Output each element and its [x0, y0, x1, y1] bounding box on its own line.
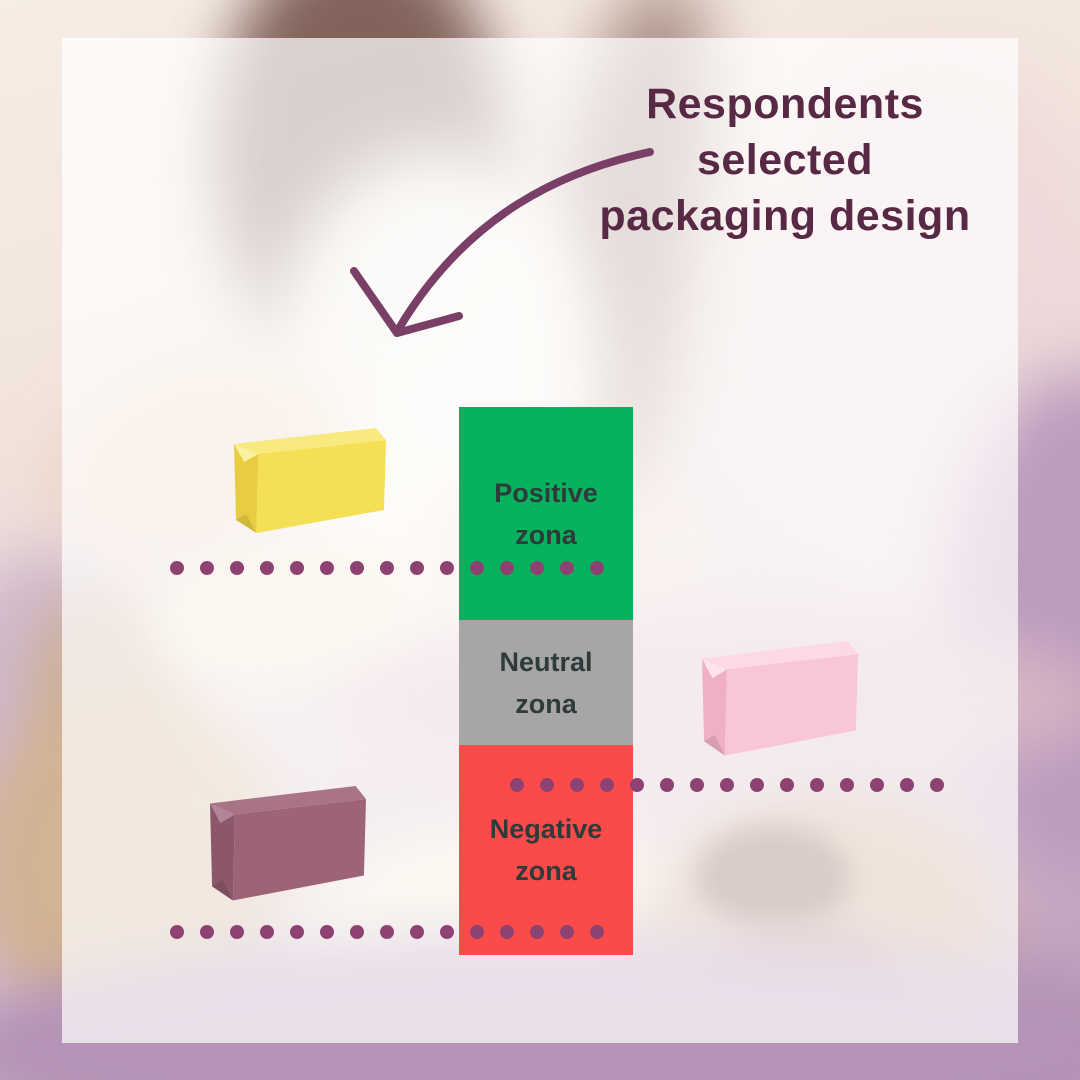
- pink-package: [702, 641, 858, 761]
- yellow-package: [234, 428, 386, 538]
- headline-line-2: selected: [696, 136, 874, 184]
- headline: Respondents selected packaging design: [545, 76, 1025, 244]
- neutral-zone: Neutral zona: [459, 620, 633, 745]
- neutral-zone-label: Neutral zona: [499, 646, 593, 719]
- headline-line-3: packaging design: [599, 192, 971, 240]
- dotted-line-negative: [170, 925, 604, 939]
- mauve-package: [210, 786, 366, 906]
- negative-zone: Negative zona: [459, 745, 633, 955]
- dotted-line-positive: [170, 561, 604, 575]
- positive-zone-label: Positive zona: [494, 477, 598, 550]
- dotted-line-neutral: [510, 778, 944, 792]
- positive-zone: Positive zona: [459, 407, 633, 620]
- negative-zone-label: Negative zona: [489, 814, 603, 886]
- sentiment-scale-bar: Positive zona Neutral zona Negative zona: [459, 407, 633, 955]
- headline-line-1: Respondents: [646, 80, 924, 128]
